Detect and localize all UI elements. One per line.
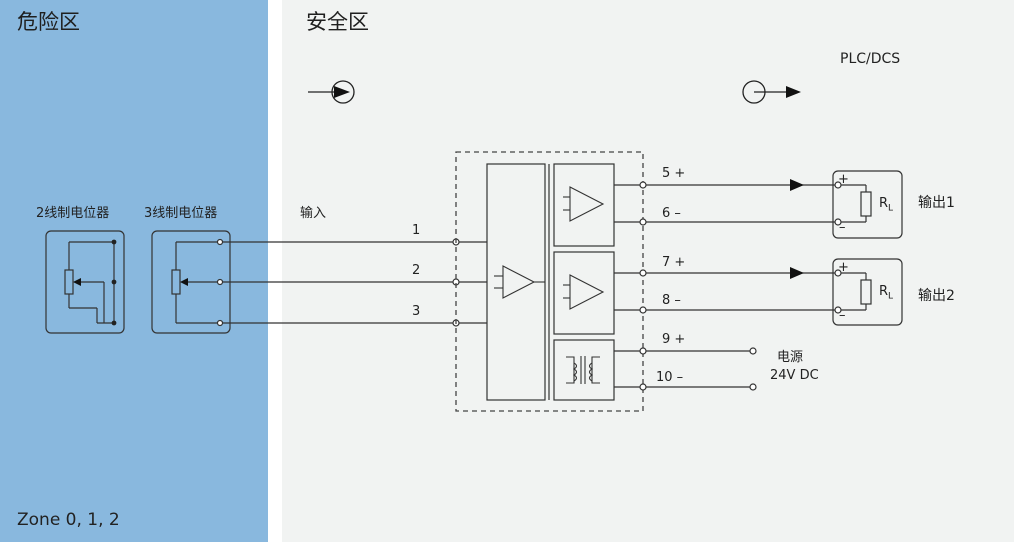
terminal-9: 9 + (662, 332, 686, 347)
output1-label: 输出1 (918, 195, 955, 211)
load2-minus: – (839, 308, 846, 323)
input-direction-icon (308, 80, 355, 104)
input-wires (216, 238, 487, 327)
safe-area (282, 0, 1014, 542)
isolator-internals (486, 163, 615, 401)
zone-classification: Zone 0, 1, 2 (17, 510, 120, 530)
load2-resistor-label: RL (879, 284, 894, 302)
load1-resistor-label: RL (879, 196, 894, 214)
output-direction-icon (742, 80, 801, 104)
isolator-module (455, 151, 644, 412)
output1-amplifier-icon (563, 186, 605, 222)
load-box-1 (832, 170, 903, 239)
terminal-10: 10 – (656, 370, 684, 385)
transformer-icon (566, 356, 600, 384)
two-wire-potentiometer (45, 230, 125, 334)
two-wire-label: 2线制电位器 (36, 206, 110, 221)
load2-plus: + (838, 260, 849, 275)
terminal-8: 8 – (662, 293, 681, 308)
safe-zone-title: 安全区 (306, 10, 369, 34)
load-box-2 (832, 258, 903, 326)
plc-dcs-label: PLC/DCS (840, 51, 901, 67)
output2-label: 输出2 (918, 288, 955, 304)
terminal-5: 5 + (662, 166, 686, 181)
terminal-3: 3 (412, 304, 421, 319)
power-label: 电源 (777, 350, 804, 365)
three-wire-label: 3线制电位器 (144, 206, 218, 221)
load1-plus: + (838, 172, 849, 187)
power-voltage: 24V DC (770, 368, 819, 383)
load1-minus: – (839, 220, 846, 235)
input-amplifier-icon (494, 265, 545, 299)
terminal-2: 2 (412, 263, 421, 278)
input-label: 输入 (300, 206, 327, 221)
hazard-zone-title: 危险区 (17, 10, 80, 34)
terminal-7: 7 + (662, 255, 686, 270)
terminal-1: 1 (412, 223, 421, 238)
output-wires (614, 179, 842, 391)
terminal-6: 6 – (662, 206, 681, 221)
output2-amplifier-icon (563, 274, 605, 310)
